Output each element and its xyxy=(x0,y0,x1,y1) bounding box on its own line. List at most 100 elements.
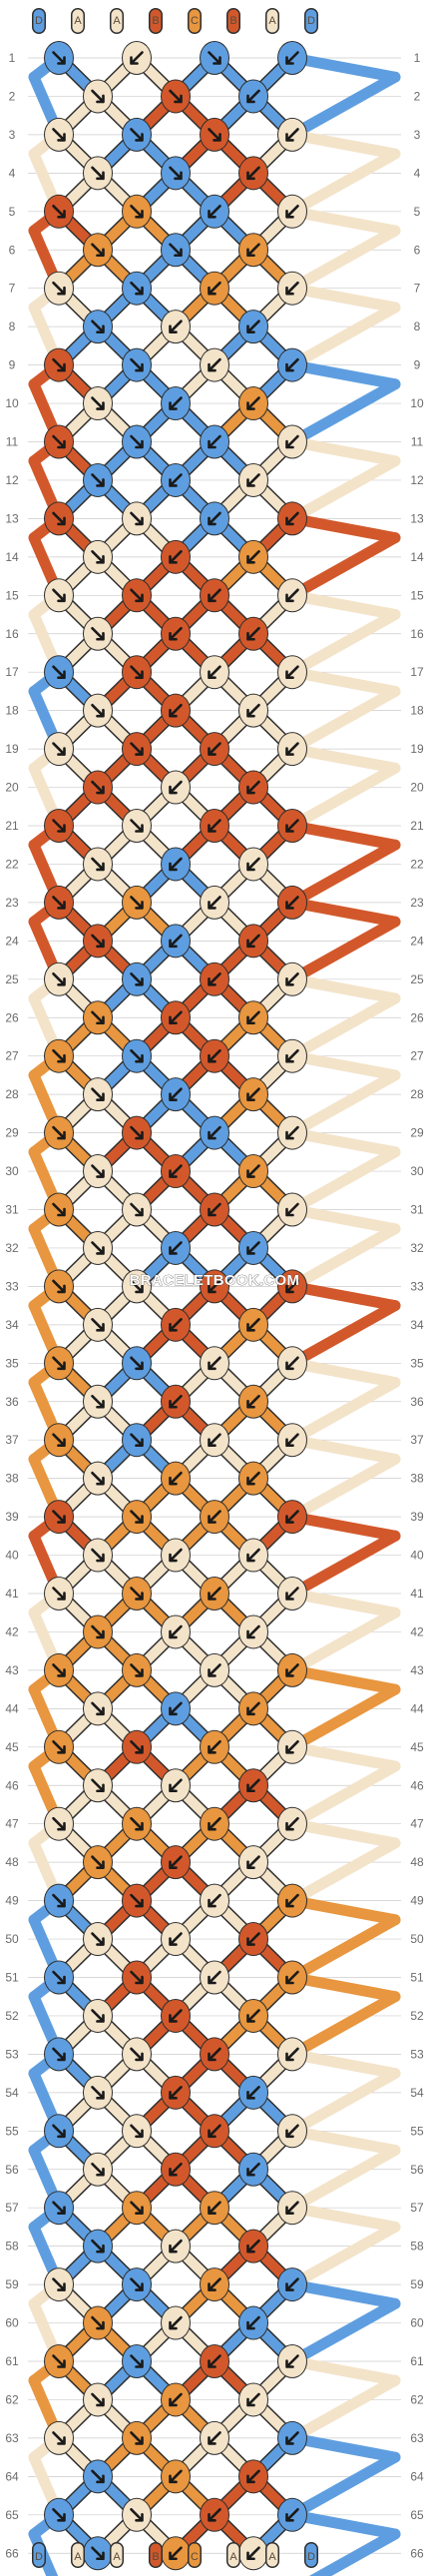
row-number-right: 57 xyxy=(410,2201,424,2215)
row-number-right: 32 xyxy=(410,1241,424,1255)
knot-grid xyxy=(44,41,307,2571)
knot xyxy=(277,1883,307,1918)
edge-strand xyxy=(286,916,401,985)
knot xyxy=(200,2344,229,2378)
row-number-right: 44 xyxy=(410,1701,424,1715)
row-number-left: 25 xyxy=(5,972,19,986)
arrow-down-right-icon xyxy=(52,2124,66,2139)
arrow-down-left-icon xyxy=(208,1356,221,1371)
row-number-left: 37 xyxy=(5,1433,19,1447)
knot xyxy=(161,1307,191,1342)
arrow-down-left-icon xyxy=(246,780,260,795)
arrow-down-right-icon xyxy=(130,1125,144,1140)
arrow-down-left-icon xyxy=(208,1279,221,1294)
knot xyxy=(238,1691,268,1726)
row-number-left: 14 xyxy=(5,550,19,564)
edge-strand xyxy=(286,436,401,467)
knot xyxy=(200,1038,229,1073)
strand-letter: D xyxy=(35,15,43,27)
knot xyxy=(122,1115,152,1150)
arrow-down-left-icon xyxy=(169,550,183,564)
row-number-left: 53 xyxy=(5,2047,19,2061)
row-number-right: 31 xyxy=(410,1203,424,1217)
arrow-down-left-icon xyxy=(285,896,299,910)
row-number-left: 60 xyxy=(5,2316,19,2330)
edge-strand xyxy=(286,1972,401,2003)
edge-strand xyxy=(286,1300,401,1369)
row-number-left: 4 xyxy=(9,166,16,180)
knot xyxy=(161,386,191,421)
knot xyxy=(200,2267,229,2302)
row-number-left: 27 xyxy=(5,1049,19,1063)
row-number-left: 41 xyxy=(5,1587,19,1601)
arrow-down-right-icon xyxy=(130,1356,144,1371)
arrow-down-left-icon xyxy=(208,1740,221,1754)
arrow-down-left-icon xyxy=(208,972,221,986)
knot xyxy=(277,809,307,843)
row-number-left: 49 xyxy=(5,1894,19,1908)
knot xyxy=(44,1269,74,1304)
knot xyxy=(238,1845,268,1880)
edge-strand xyxy=(286,1434,401,1465)
knot xyxy=(277,1652,307,1687)
arrow-down-right-icon xyxy=(52,511,66,526)
arrow-down-left-icon xyxy=(246,1778,260,1793)
arrow-down-right-icon xyxy=(52,205,66,219)
arrow-down-left-icon xyxy=(246,1010,260,1025)
arrow-down-left-icon xyxy=(285,2047,299,2062)
knot xyxy=(83,770,113,805)
row-number-right: 12 xyxy=(410,473,424,487)
edge-strand xyxy=(286,359,401,390)
arrow-down-right-icon xyxy=(130,665,144,679)
arrow-down-left-icon xyxy=(169,2086,183,2100)
knot xyxy=(44,2191,74,2226)
knot xyxy=(277,1806,307,1841)
knot xyxy=(161,2382,191,2417)
knot xyxy=(200,1652,229,1687)
edge-strand xyxy=(286,2374,401,2444)
edge-strand xyxy=(286,1050,401,1081)
arrow-down-left-icon xyxy=(285,1587,299,1601)
arrow-down-right-icon xyxy=(91,1701,105,1716)
knot xyxy=(161,1691,191,1726)
knot xyxy=(122,1652,152,1687)
knot xyxy=(238,156,268,191)
arrow-down-right-icon xyxy=(169,89,183,104)
knot xyxy=(161,2459,191,2494)
arrow-down-right-icon xyxy=(130,1663,144,1677)
arrow-down-left-icon xyxy=(285,1510,299,1524)
arrow-down-right-icon xyxy=(52,819,66,833)
row-number-left: 62 xyxy=(5,2392,19,2406)
knot xyxy=(44,962,74,996)
arrow-down-right-icon xyxy=(91,1010,105,1025)
row-number-left: 28 xyxy=(5,1087,19,1101)
knot xyxy=(122,1038,152,1073)
edge-strand xyxy=(286,1453,401,1523)
row-number-left: 9 xyxy=(9,358,16,372)
edge-strand xyxy=(286,666,401,697)
knot xyxy=(200,1806,229,1841)
knot xyxy=(238,2152,268,2187)
knot xyxy=(161,1077,191,1112)
row-number-left: 8 xyxy=(9,320,16,333)
row-number-left: 33 xyxy=(5,1279,19,1293)
knot xyxy=(83,1691,113,1726)
strand-end: C xyxy=(188,2542,202,2568)
knot xyxy=(200,1346,229,1381)
row-number-left: 12 xyxy=(5,473,19,487)
row-number-right: 28 xyxy=(410,1087,424,1101)
arrow-down-left-icon xyxy=(130,51,144,65)
arrow-down-right-icon xyxy=(91,2469,105,2484)
arrow-down-left-icon xyxy=(169,2546,183,2561)
row-number-left: 52 xyxy=(5,2009,19,2023)
arrow-down-left-icon xyxy=(246,2086,260,2100)
arrow-down-right-icon xyxy=(91,2392,105,2407)
row-number-right: 16 xyxy=(410,627,424,641)
arrow-down-left-icon xyxy=(285,128,299,142)
strand-end: C xyxy=(188,8,202,34)
edge-strand xyxy=(286,743,401,774)
arrow-down-left-icon xyxy=(169,2239,183,2254)
knot xyxy=(44,2037,74,2072)
strand-end: B xyxy=(149,2542,163,2568)
knot xyxy=(238,1538,268,1573)
